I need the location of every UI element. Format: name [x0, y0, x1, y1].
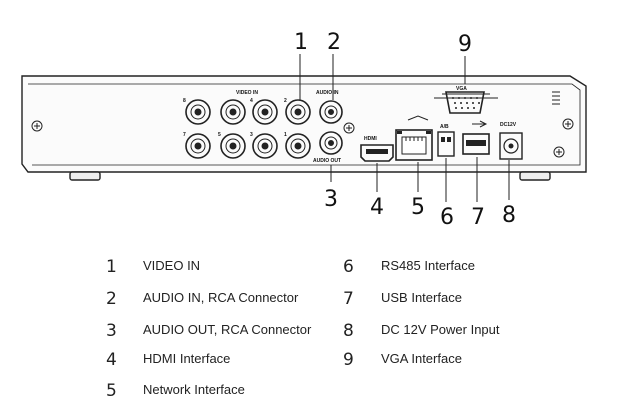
screw-right — [562, 118, 574, 130]
legend-text: HDMI Interface — [143, 351, 231, 366]
legend-text: AUDIO OUT, RCA Connector — [143, 322, 312, 337]
video-in-bnc-group: VIDEO IN 8 4 2 7 5 3 1 — [183, 90, 311, 159]
callout-leaders — [299, 54, 510, 202]
legend-number: 6 — [343, 257, 354, 277]
callout-number: 2 — [327, 30, 341, 55]
rs485-terminal: A/B — [437, 124, 455, 157]
callout-number: 6 — [440, 205, 454, 230]
legend-text: RS485 Interface — [381, 258, 475, 273]
callout-number: 8 — [502, 203, 516, 228]
legend-text: DC 12V Power Input — [381, 322, 500, 337]
dc-power-jack: DC12V — [499, 122, 523, 160]
callout-number: 7 — [471, 205, 485, 230]
bnc-number: 1 — [284, 132, 287, 138]
ground-icon — [343, 122, 355, 134]
bnc-number: 2 — [284, 98, 287, 104]
legend-text: VIDEO IN — [143, 258, 201, 273]
vga-label: VGA — [456, 86, 467, 92]
vga-port: VGA — [434, 86, 498, 114]
audio-in-rca: AUDIO IN — [316, 90, 343, 124]
hdmi-port: HDMI — [360, 136, 394, 162]
ground-screw — [553, 146, 565, 158]
device-rear-panel-diagram: VIDEO IN 8 4 2 7 5 3 1 AUDIO IN AUDIO OU… — [21, 30, 587, 230]
audio-out-rca: AUDIO OUT — [313, 131, 343, 164]
legend-text: VGA Interface — [381, 351, 462, 366]
bnc-number: 7 — [183, 132, 186, 138]
legend-number: 1 — [106, 257, 117, 277]
screw-left — [31, 120, 43, 132]
legend-number: 7 — [343, 289, 354, 309]
bnc-number: 3 — [250, 132, 253, 138]
callout-number: 1 — [294, 30, 308, 55]
ab-label: A/B — [440, 124, 449, 130]
legend-number: 4 — [106, 350, 117, 370]
callout-number: 9 — [458, 32, 472, 57]
audio-out-label: AUDIO OUT — [313, 158, 341, 164]
video-in-label: VIDEO IN — [236, 90, 258, 96]
legend-number: 2 — [106, 289, 117, 309]
audio-in-label: AUDIO IN — [316, 90, 339, 96]
legend-text: AUDIO IN, RCA Connector — [143, 290, 299, 305]
callout-number: 3 — [324, 187, 338, 212]
legend-text: Network Interface — [143, 382, 245, 397]
legend-number: 3 — [106, 321, 117, 341]
network-port — [395, 115, 433, 161]
hdmi-label: HDMI — [364, 136, 377, 142]
bnc-number: 8 — [183, 98, 186, 104]
callout-number: 4 — [370, 195, 384, 220]
callout-number: 5 — [411, 195, 425, 220]
bnc-number: 5 — [218, 132, 221, 138]
legend-number: 8 — [343, 321, 354, 341]
bnc-number: 4 — [250, 98, 253, 104]
usb-port — [462, 120, 490, 155]
dc12v-label: DC12V — [500, 122, 517, 128]
bnc-connector — [185, 99, 311, 159]
legend-text: USB Interface — [381, 290, 462, 305]
legend-number: 9 — [343, 350, 354, 370]
vent-slots — [552, 91, 560, 105]
chassis — [21, 75, 587, 181]
legend-number: 5 — [106, 381, 117, 401]
